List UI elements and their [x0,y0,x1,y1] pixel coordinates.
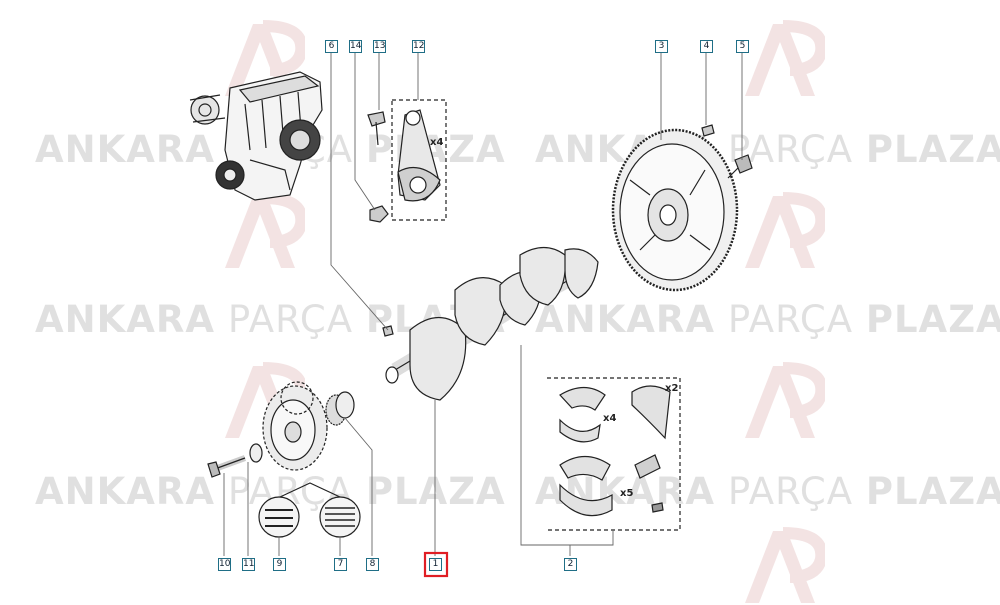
qty-thrust-washers: x2 [665,383,679,394]
qty-conrod: x4 [430,137,444,148]
connecting-rod-illustration [397,109,441,202]
callout-5: 5 [736,40,749,53]
callout-1: 1 [429,558,442,571]
watermark-logo [745,20,825,96]
callout-4: 4 [700,40,713,53]
key-illustration [382,325,394,337]
washer-illustration [249,443,263,463]
leader-lines [223,52,743,556]
watermark-text: ANKARA PARÇA PLAZA [535,298,1000,341]
callout-3: 3 [655,40,668,53]
callout-10: 10 [218,558,231,571]
flywheel-bolt-illustration [727,154,753,179]
qty-upper-bearings: x4 [603,413,617,424]
crankshaft-illustration [385,246,599,401]
highlight-box [423,551,449,578]
pulley-bolt-illustration [207,455,247,478]
dowel-pin-illustration [701,124,715,137]
callout-11: 11 [242,558,255,571]
qty-main-bearings: x5 [620,488,634,499]
callout-12: 12 [412,40,425,53]
callout-13: 13 [373,40,386,53]
crank-pulley-illustration [262,381,328,471]
callout-9: 9 [273,558,286,571]
watermark-logo [745,192,825,268]
conrod-nut-illustration [369,205,389,223]
watermark-text: ANKARA PARÇA PLAZA [535,470,1000,513]
conrod-bolt-illustration [367,111,386,146]
watermark-logo [745,362,825,438]
callout-7: 7 [334,558,347,571]
engine-assembly-illustration [189,71,323,201]
callout-8: 8 [366,558,379,571]
callout-2: 2 [564,558,577,571]
conrod-group-box [391,99,447,221]
detail-circle-gear [319,496,361,538]
flywheel-illustration [611,128,739,292]
bearing-shells-illustration [559,385,671,517]
watermark-logo [745,527,825,603]
callout-14: 14 [349,40,362,53]
bearing-group-box [547,377,681,531]
watermark-logo [225,192,305,268]
callout-6: 6 [325,40,338,53]
timing-gear-illustration [325,391,355,426]
